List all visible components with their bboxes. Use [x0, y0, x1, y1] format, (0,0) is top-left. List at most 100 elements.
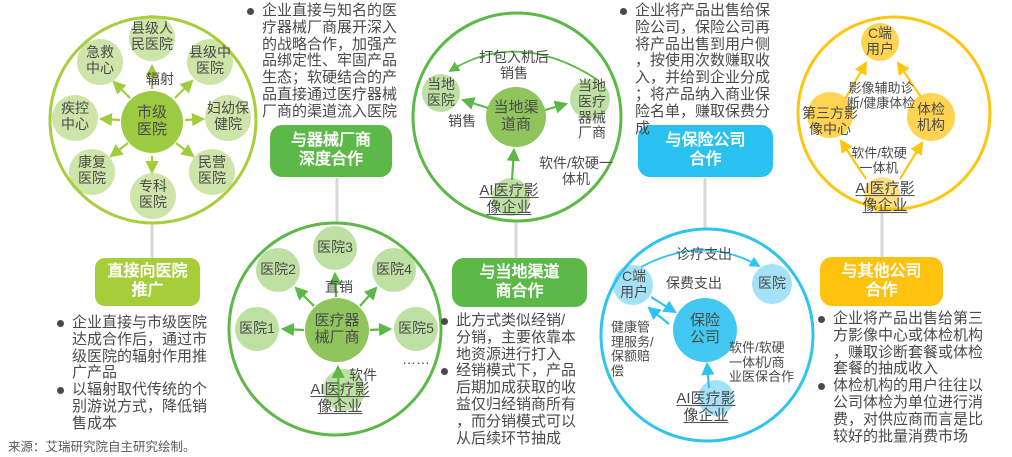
list-item: 企业直接与知名的医疗器械厂商展开深入的战略合作，加强产品绑定性、牢固产品生态；软… — [247, 2, 404, 121]
bullet-list-device: 企业直接与知名的医疗器械厂商展开深入的战略合作，加强产品绑定性、牢固产品生态；软… — [247, 2, 404, 121]
list-item: 企业直接与市级医院达成合作后，通过市级医院的辐射作用推广产品 — [57, 314, 214, 382]
node-circle — [486, 87, 546, 147]
arrow-label-treatment-expense: 诊疗支出 — [676, 246, 732, 263]
label-text: 与其他公司合作 — [841, 262, 922, 299]
node-circle — [698, 380, 734, 416]
arrow-label-software-hardware: 软件/软硬一体机 — [851, 145, 907, 175]
circle-outline-other — [796, 15, 992, 211]
node-ai-imaging-company: AI医疗影像企业 — [855, 180, 915, 214]
list-item: 此方式类似经销/分销，主要依靠本地资源进行打入 — [441, 312, 580, 363]
node-circle — [205, 95, 251, 141]
label-insurance-coop: 与保险公司合作 — [638, 125, 773, 177]
node-circle — [394, 307, 438, 351]
bullet-text: 体检机构的用户往往以公司体检为单位进行消费，对供应商而言是比较好的批量消费市场 — [833, 377, 984, 445]
list-item: 以辐射取代传统的个别游说方式，降低销售成本 — [57, 381, 214, 432]
node-circle — [673, 298, 737, 362]
bullet-icon — [620, 8, 627, 15]
arrow-label-bundle-sales: 打包入机后销售 — [479, 49, 549, 81]
node-maternal-care-hospital: 妇幼保健院 — [207, 100, 249, 132]
circle-outline-channel — [411, 11, 623, 223]
bullet-icon — [57, 320, 64, 327]
node-circle — [256, 248, 300, 292]
arrows-insurance — [640, 249, 761, 389]
node-third-party-imaging-center: 第三方影像中心 — [802, 105, 858, 137]
node-circle — [613, 265, 653, 305]
node-circle — [130, 173, 176, 219]
node-c-end-user: C端用户 — [620, 268, 648, 300]
bullet-list-other: 企业将产品出售给第三方影像中心或体检机构，赚取诊断套餐或体检套餐的抽成收入 体检… — [818, 310, 989, 445]
circle-outline-direct — [48, 15, 258, 225]
ellipsis-more-hospitals: …… — [402, 351, 430, 368]
node-city-hospital: 市级医院 — [136, 104, 167, 138]
arrow-label-health-service: 健康管理服务/保额赔偿 — [611, 319, 654, 379]
arrow-label-sell: 销售 — [448, 113, 476, 130]
bullet-text: 企业直接与知名的医疗器械厂商展开深入的战略合作，加强产品绑定性、牢固产品生态；软… — [262, 2, 398, 120]
bullet-icon — [247, 8, 254, 15]
label-device-manufacturer-coop: 与器械厂商深度合作 — [270, 125, 392, 177]
node-circle — [807, 92, 853, 138]
node-circle — [305, 298, 369, 362]
node-checkup-institution: 体检机构 — [917, 101, 945, 133]
arrow-label-software: 软件 — [349, 367, 377, 384]
circle-outline-insurance — [599, 227, 815, 443]
bullet-text: 此方式类似经销/分销，主要依靠本地资源进行打入 — [456, 312, 577, 363]
list-item: 企业将产品出售给第三方影像中心或体检机构，赚取诊断套餐或体检套餐的抽成收入 — [818, 310, 989, 378]
node-circle — [422, 74, 460, 112]
arrow-label-radiate: 辐射 — [146, 71, 174, 88]
bullet-icon — [818, 316, 825, 323]
label-text: 与器械厂商深度合作 — [290, 132, 371, 168]
list-item: 体检机构的用户往往以公司体检为单位进行消费，对供应商而言是比较好的批量消费市场 — [818, 377, 989, 445]
circle-outlines — [48, 11, 992, 443]
arrow-label-software-insurance: 软件/软硬一体机/商业医保合作 — [729, 339, 795, 385]
list-item: 企业将产品出售给保险公司，保险公司再将产品出售到用户侧，按使用次数赚取收入，并给… — [620, 2, 777, 137]
node-circle — [372, 248, 416, 292]
node-county-tcm-hospital: 县级中医院 — [189, 44, 231, 76]
bullet-icon — [441, 368, 448, 376]
bullet-list-channel: 此方式类似经销/分销，主要依靠本地资源进行打入 经销模式下，产品后期加成获取的收… — [441, 312, 580, 447]
bullet-icon — [441, 318, 448, 325]
node-c-end-user: C端用户 — [866, 25, 894, 57]
node-hospital-1: 医院1 — [239, 320, 275, 337]
list-item: 经销模式下，产品后期加成获取的收益仅归经销商所有，而分销模式可以从后续环节抽成 — [441, 362, 580, 447]
node-insurance-company: 保险公司 — [689, 312, 720, 346]
node-device-manufacturer: 医疗器械厂商 — [314, 312, 360, 346]
label-direct-to-hospital: 直接向医院推广 — [95, 258, 200, 306]
node-private-hospital: 民营医院 — [198, 154, 226, 186]
radial-arrows-direct — [98, 63, 206, 175]
node-hospital-5: 医院5 — [398, 320, 434, 337]
node-circle — [129, 15, 175, 61]
node-circle — [752, 264, 792, 304]
node-specialty-hospital: 专科医院 — [139, 178, 167, 210]
bullet-icon — [818, 383, 825, 391]
node-rehab-hospital: 康复医院 — [78, 154, 106, 186]
arrows-other — [839, 61, 924, 180]
bullet-text: 以辐射取代传统的个别游说方式，降低销售成本 — [72, 381, 208, 432]
node-hospital-3: 医院3 — [317, 239, 353, 256]
node-local-channel-dealer: 当地渠道商 — [493, 99, 539, 133]
label-text: 直接向医院推广 — [107, 263, 188, 299]
bullet-list-insurance: 企业将产品出售给保险公司，保险公司再将产品出售到用户侧，按使用次数赚取收入，并给… — [620, 2, 777, 137]
node-ai-imaging-company: AI医疗影像企业 — [676, 390, 736, 424]
bullet-text: 企业将产品出售给第三方影像中心或体检机构，赚取诊断套餐或体检套餐的抽成收入 — [833, 310, 984, 378]
node-ai-imaging-company: AI医疗影像企业 — [310, 381, 370, 415]
node-circle — [235, 307, 279, 351]
arrow-label-direct-sales: 直销 — [325, 279, 353, 296]
node-circle — [492, 178, 530, 216]
node-ai-imaging-company: AI医疗影像企业 — [479, 182, 539, 216]
label-connectors — [150, 178, 884, 259]
radial-arrows-device — [280, 271, 393, 407]
node-circle — [52, 95, 98, 141]
node-hospital: 医院 — [758, 275, 786, 292]
circle-outline-device — [227, 221, 443, 437]
label-other-company-coop: 与其他公司合作 — [820, 257, 943, 306]
node-county-people-hospital: 县级人民医院 — [131, 20, 173, 52]
bullet-text: 经销模式下，产品后期加成获取的收益仅归经销商所有，而分销模式可以从后续环节抽成 — [456, 362, 577, 447]
bullet-list-direct: 企业直接与市级医院达成合作后，通过市级医院的辐射作用推广产品 以辐射取代传统的个… — [57, 314, 214, 433]
node-circle — [189, 149, 235, 195]
bullet-text: 企业直接与市级医院达成合作后，通过市级医院的辐射作用推广产品 — [72, 314, 208, 382]
arrows-channel — [448, 50, 599, 181]
bullet-icon — [57, 387, 64, 395]
bullet-text: 企业将产品出售给保险公司，保险公司再将产品出售到用户侧，按使用次数赚取收入，并给… — [635, 2, 771, 137]
